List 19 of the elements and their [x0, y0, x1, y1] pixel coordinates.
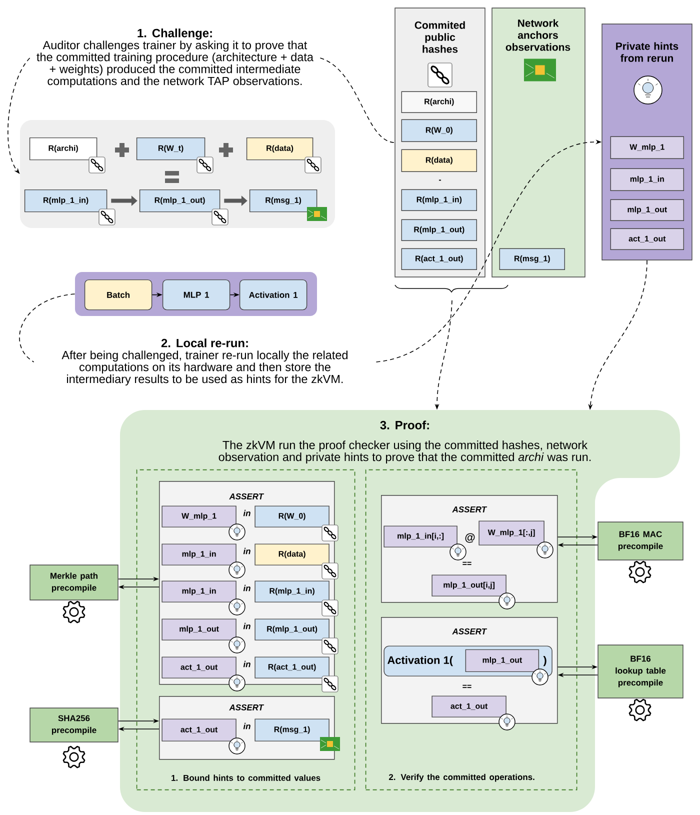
precompile-box: Merkle path precompile — [30, 564, 118, 600]
dashed-line — [19, 294, 76, 362]
label-text: in — [243, 722, 250, 730]
precompile-box: BF16 MAC precompile — [598, 522, 684, 560]
label-text: in — [243, 510, 250, 516]
label-text: in — [243, 584, 250, 592]
process-box: Activation 1 — [239, 279, 308, 310]
label-text: in — [243, 622, 250, 630]
description-text: 1. Challenge: Auditor challenges trainer by asking it to prove that the committed training procedure (architecture + data + weights) produced the committed intermediate computations and the network TAP observations. — [36, 28, 314, 88]
process-box: MLP 1 — [162, 279, 230, 310]
process-box: Batch — [84, 279, 152, 310]
precompile-box: BF16 lookup table precompile — [598, 644, 684, 698]
dashed-arrow — [8, 58, 30, 174]
label-text: @ — [465, 533, 475, 543]
label-text: in — [243, 548, 250, 554]
dashed-line — [320, 58, 396, 143]
precompile-box: SHA256 precompile — [30, 708, 118, 742]
label-text: in — [243, 660, 250, 668]
description-text: 2. Local re-run: After being challenged, trainer re-run locally the related computations on its hardware and then store the intermediary results to be used as hints for the zkVM. — [62, 338, 348, 386]
